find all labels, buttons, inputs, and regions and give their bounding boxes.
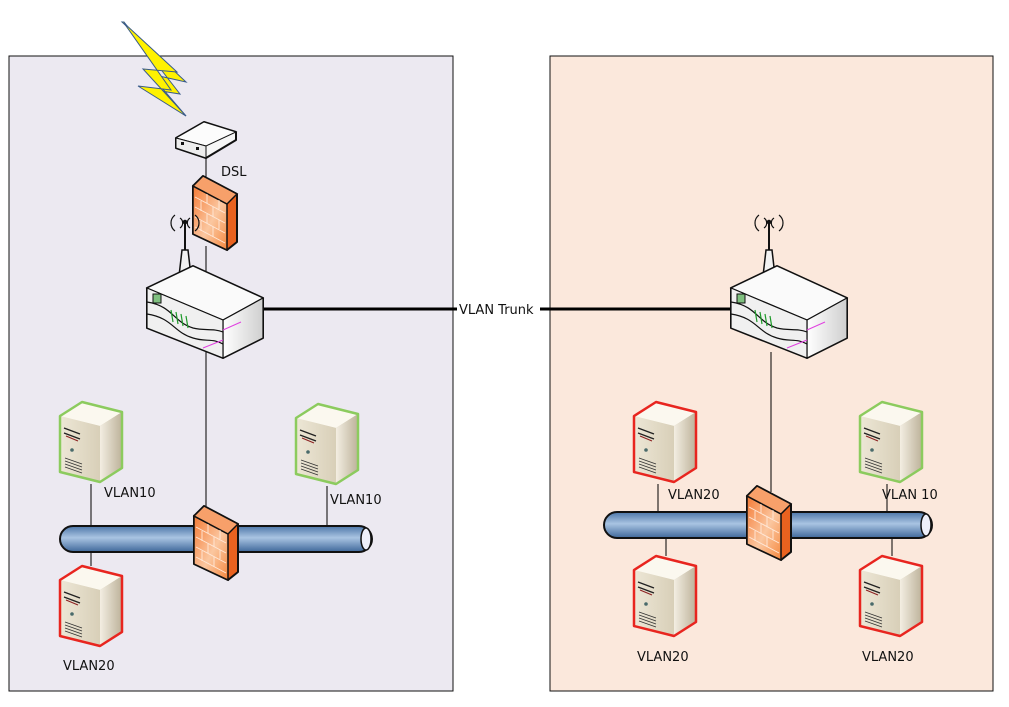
server-icon: [58, 564, 124, 648]
server-icon: [294, 402, 360, 486]
vlan-trunk-label: VLAN Trunk: [459, 303, 534, 318]
server-label: VLAN 10: [882, 488, 938, 503]
server-icon: [858, 554, 924, 638]
server-label: VLAN20: [668, 488, 720, 503]
dsl-modem-icon: [174, 121, 238, 159]
server-icon: [58, 400, 124, 484]
server-icon: [632, 554, 698, 638]
server-icon: [858, 400, 924, 484]
server-label: VLAN10: [330, 493, 382, 508]
server-label: VLAN20: [637, 650, 689, 665]
server-label: VLAN20: [862, 650, 914, 665]
lightning-icon: [120, 21, 188, 117]
server-icon: [632, 400, 698, 484]
server-label: VLAN10: [104, 486, 156, 501]
dsl-label: DSL: [221, 165, 247, 180]
server-label: VLAN20: [63, 659, 115, 674]
